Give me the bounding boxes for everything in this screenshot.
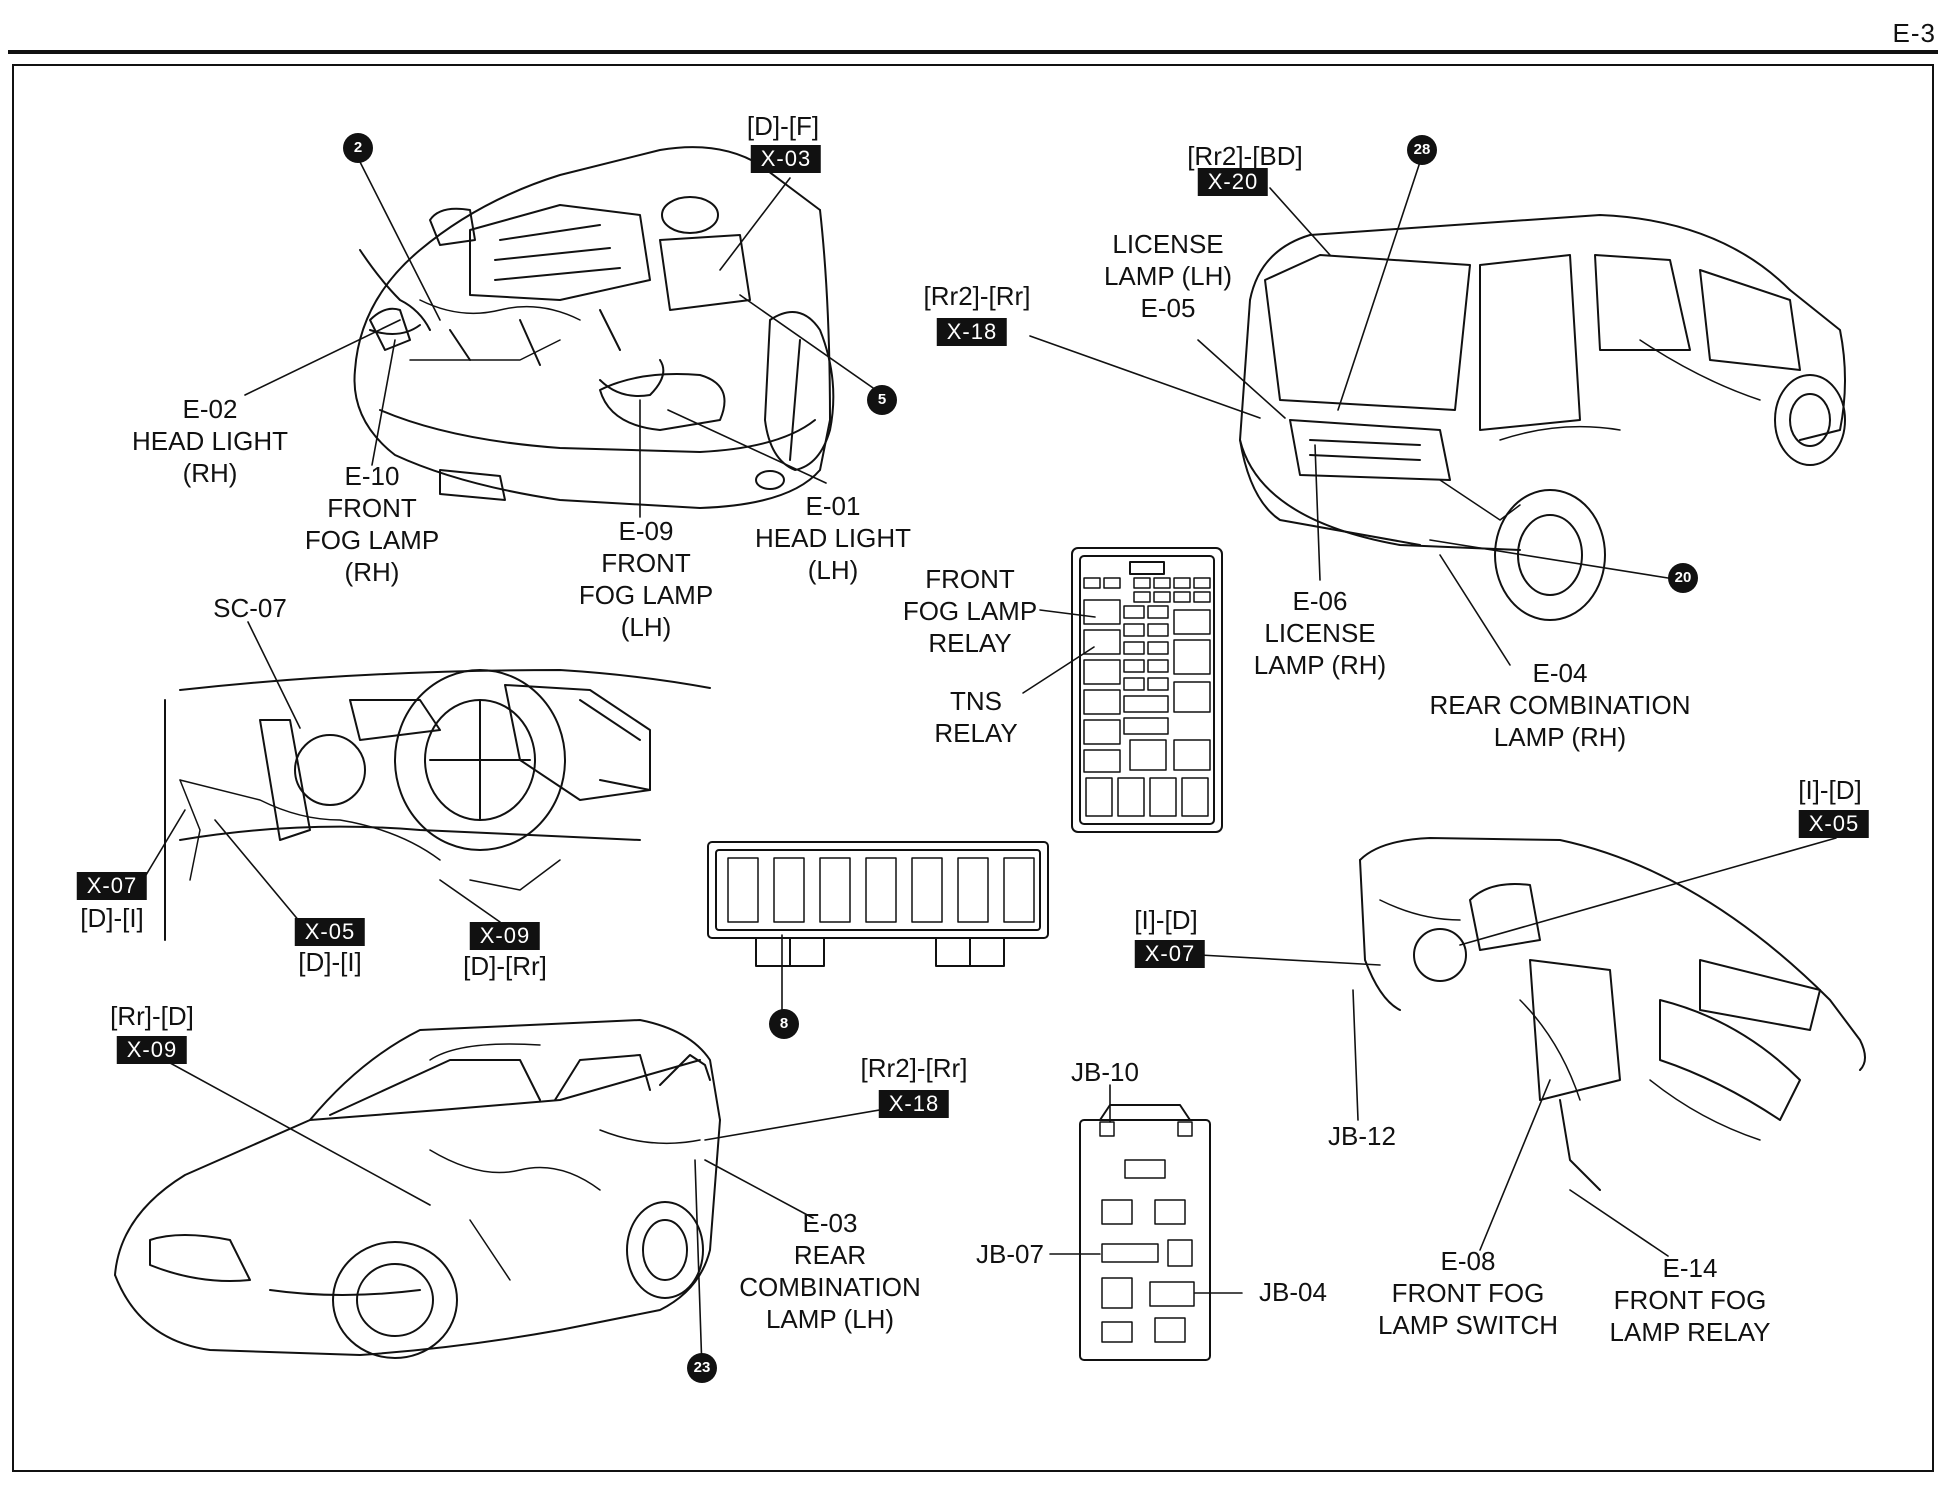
code-d-f: [D]-[F]: [746, 111, 820, 141]
callout-23: 23: [687, 1353, 717, 1383]
callout-8: 8: [769, 1009, 799, 1039]
tag-x-18-van: X-18: [878, 1090, 950, 1118]
fuse-relay-box-illustration: [1071, 547, 1223, 833]
tag-x-07-right: X-07: [1134, 940, 1206, 968]
diagram-frame: [12, 64, 1934, 1472]
code-rr2-rr-top: [Rr2]-[Rr]: [923, 281, 1031, 311]
label-jb-10: JB-10: [1071, 1057, 1139, 1087]
callout-2: 2: [343, 133, 373, 163]
label-jb-04: JB-04: [1259, 1277, 1327, 1307]
callout-5: 5: [867, 385, 897, 415]
label-jb-12: JB-12: [1328, 1121, 1396, 1151]
tag-x-20: X-20: [1197, 168, 1269, 196]
page-number: E-3: [1892, 18, 1936, 48]
tag-x-09-van: X-09: [116, 1036, 188, 1064]
code-i-d-b: [I]-[D]: [1134, 905, 1198, 935]
minivan-rear-illustration: [1239, 214, 1846, 621]
header-rule: [8, 50, 1938, 54]
tag-x-05-right: X-05: [1798, 810, 1870, 838]
code-rr2-bd: [Rr2]-[BD]: [1187, 141, 1303, 171]
tag-x-09-dash: X-09: [469, 922, 541, 950]
code-rr2-rr-van: [Rr2]-[Rr]: [860, 1053, 968, 1083]
label-jb-07: JB-07: [976, 1239, 1044, 1269]
tag-x-18-top: X-18: [936, 318, 1008, 346]
code-i-d-a: [I]-[D]: [1798, 775, 1862, 805]
tag-x-07-left: X-07: [76, 872, 148, 900]
code-d-i-b: [D]-[I]: [298, 947, 362, 977]
driver-dash-illustration: [164, 669, 711, 941]
callout-20: 20: [1668, 563, 1698, 593]
callout-28: 28: [1407, 135, 1437, 165]
tag-x-05-left: X-05: [294, 918, 366, 946]
code-d-i-a: [D]-[I]: [80, 903, 144, 933]
passenger-dash-illustration: [1359, 837, 1866, 1191]
tag-x-03: X-03: [750, 145, 822, 173]
minivan-front-illustration: [114, 1019, 721, 1359]
junction-block-illustration: [1079, 1104, 1211, 1361]
engine-bay-illustration: [353, 146, 835, 509]
leader-lines: [145, 157, 1837, 1371]
label-sc-07: SC-07: [213, 593, 287, 623]
code-rr-d: [Rr]-[D]: [110, 1001, 194, 1031]
code-d-rr: [D]-[Rr]: [463, 951, 547, 981]
joint-connector-illustration: [707, 841, 1049, 967]
